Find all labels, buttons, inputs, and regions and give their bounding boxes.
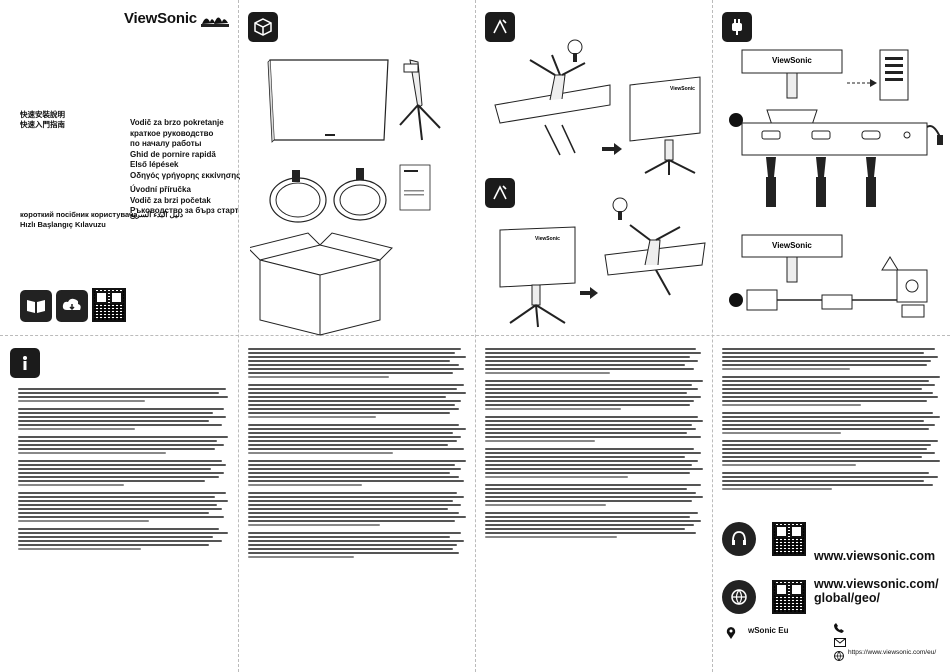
title-line: 快速安裝說明 [20, 110, 65, 119]
title-line: Úvodní příručka [130, 185, 191, 194]
panel4-text-block [722, 348, 942, 492]
title-line: Vodič za brzi početak [130, 195, 211, 205]
manual-book-icon [20, 290, 52, 322]
title-line: 快速入門指南 [20, 120, 65, 129]
guide-titles-center: Vodič za brzo pokretanje краткое руковод… [130, 118, 240, 217]
qr-code [92, 288, 126, 322]
globe-icon [722, 580, 756, 614]
monitor-brand-mark: ViewSonic [772, 241, 812, 250]
panel3-text-block [485, 348, 705, 540]
power-plug-icon [722, 12, 752, 42]
stand-assembly-icon [485, 12, 515, 42]
box-contents-drawing [250, 59, 441, 336]
guide-titles-left: 快速安裝說明 快速入門指南 [20, 110, 65, 130]
qr-code-site [772, 522, 806, 556]
box-icon [248, 12, 278, 42]
title-line: короткий посібник користувача [20, 210, 138, 219]
fold-line [712, 0, 713, 672]
social-label: wSonic Eu [748, 626, 789, 635]
qr-code-global [772, 580, 806, 614]
brand-logo: ViewSonic [124, 10, 197, 27]
fold-line [475, 0, 476, 672]
title-line: Hızlı Başlangıç Kılavuzu [20, 220, 106, 229]
web-globe-icon [834, 648, 844, 666]
title-line: краткое руководство [130, 128, 214, 138]
title-line: Οδηγός γρήγορης εκκίνησης [130, 170, 241, 180]
title-line: Ръководство за бърз старт [130, 206, 239, 215]
monitor-brand-mark: ViewSonic [670, 86, 695, 92]
support-headset-icon [722, 522, 756, 556]
title-line: Ghid de pornire rapidă [130, 149, 216, 159]
monitor-brand-mark: ViewSonic [535, 236, 560, 242]
guide-titles-bottom: короткий посібник користувача Hızlı Başl… [20, 210, 137, 230]
birds-logo-icon [201, 17, 229, 27]
monitor-brand-mark: ViewSonic [772, 56, 812, 65]
global-site-link[interactable]: www.viewsonic.com/ global/geo/ [814, 577, 939, 605]
stand-step1-drawing: ViewSonic [494, 39, 701, 175]
title-line: по началу работы [130, 139, 202, 148]
cloud-download-icon [56, 290, 88, 322]
stand-assembly-icon [485, 178, 515, 208]
arabic-title: دليل البدء السريع [130, 210, 184, 219]
mail-icon [834, 634, 846, 652]
title-line: Vodič za brzo pokretanje [130, 118, 224, 127]
connections-drawing: ViewSonic ViewSonic [729, 49, 943, 318]
europe-url[interactable]: https://www.viewsonic.com/eu/ [848, 649, 937, 656]
global-site-line: www.viewsonic.com/ [814, 577, 939, 591]
phone-icon [834, 620, 844, 638]
stand-step2-drawing: ViewSonic [499, 197, 706, 328]
info-text-block [18, 388, 230, 552]
title-line: Első lépések [130, 160, 179, 169]
info-icon [10, 348, 40, 378]
fold-line [0, 335, 950, 336]
location-pin-icon [726, 626, 736, 639]
main-site-link[interactable]: www.viewsonic.com [814, 549, 936, 563]
global-site-line: global/geo/ [814, 591, 880, 605]
panel2-text-block [248, 348, 468, 560]
fold-line [238, 0, 239, 672]
